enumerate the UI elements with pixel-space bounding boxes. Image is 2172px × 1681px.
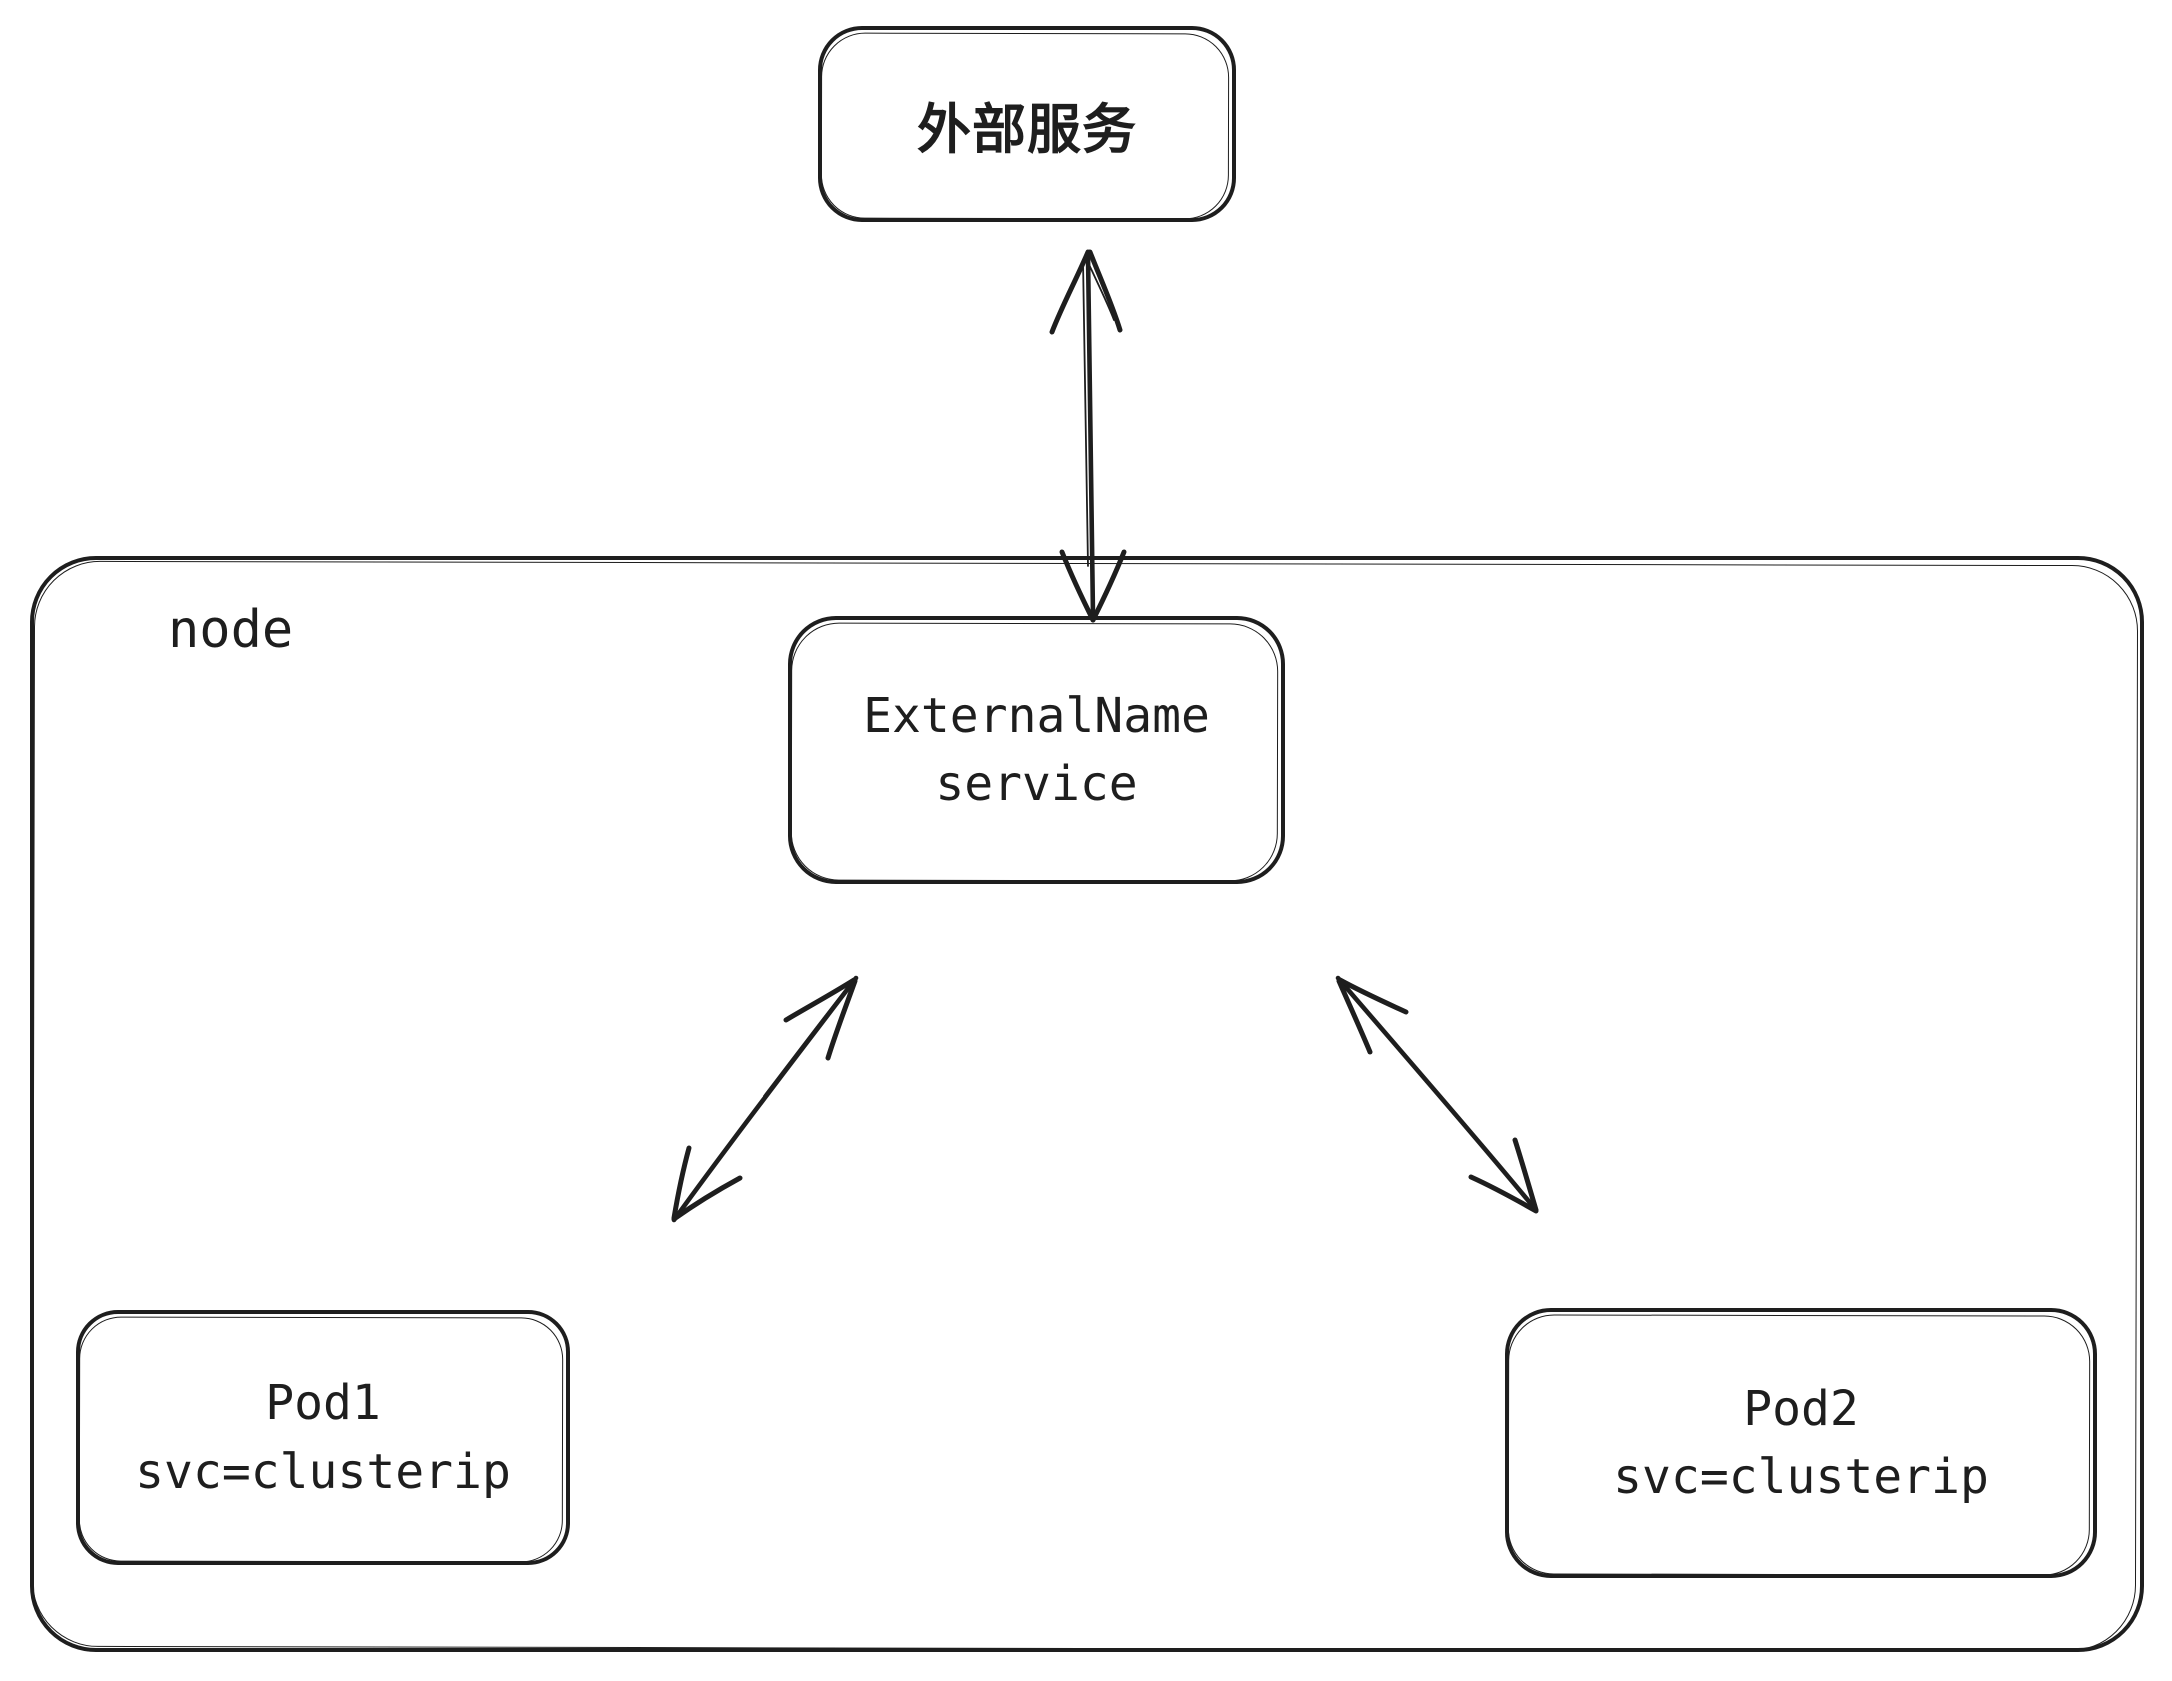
pod2-label-line1: Pod2 <box>1743 1380 1859 1437</box>
externalname-service-box: ExternalName service <box>788 616 1285 884</box>
external-service-box: 外部服务 <box>818 26 1236 222</box>
node-container-label: node <box>168 600 294 660</box>
external-service-label: 外部服务 <box>917 99 1137 160</box>
externalname-service-label-line2: service <box>935 756 1138 812</box>
node-container-box <box>30 556 2144 1652</box>
pod1-box: Pod1 svc=clusterip <box>76 1310 570 1565</box>
pod2-label-line2: svc=clusterip <box>1613 1449 1989 1505</box>
pod2-box: Pod2 svc=clusterip <box>1505 1308 2097 1578</box>
pod1-label-line2: svc=clusterip <box>135 1443 511 1500</box>
externalname-service-label-line1: ExternalName <box>863 687 1210 744</box>
pod1-label-line1: Pod1 <box>265 1375 381 1432</box>
